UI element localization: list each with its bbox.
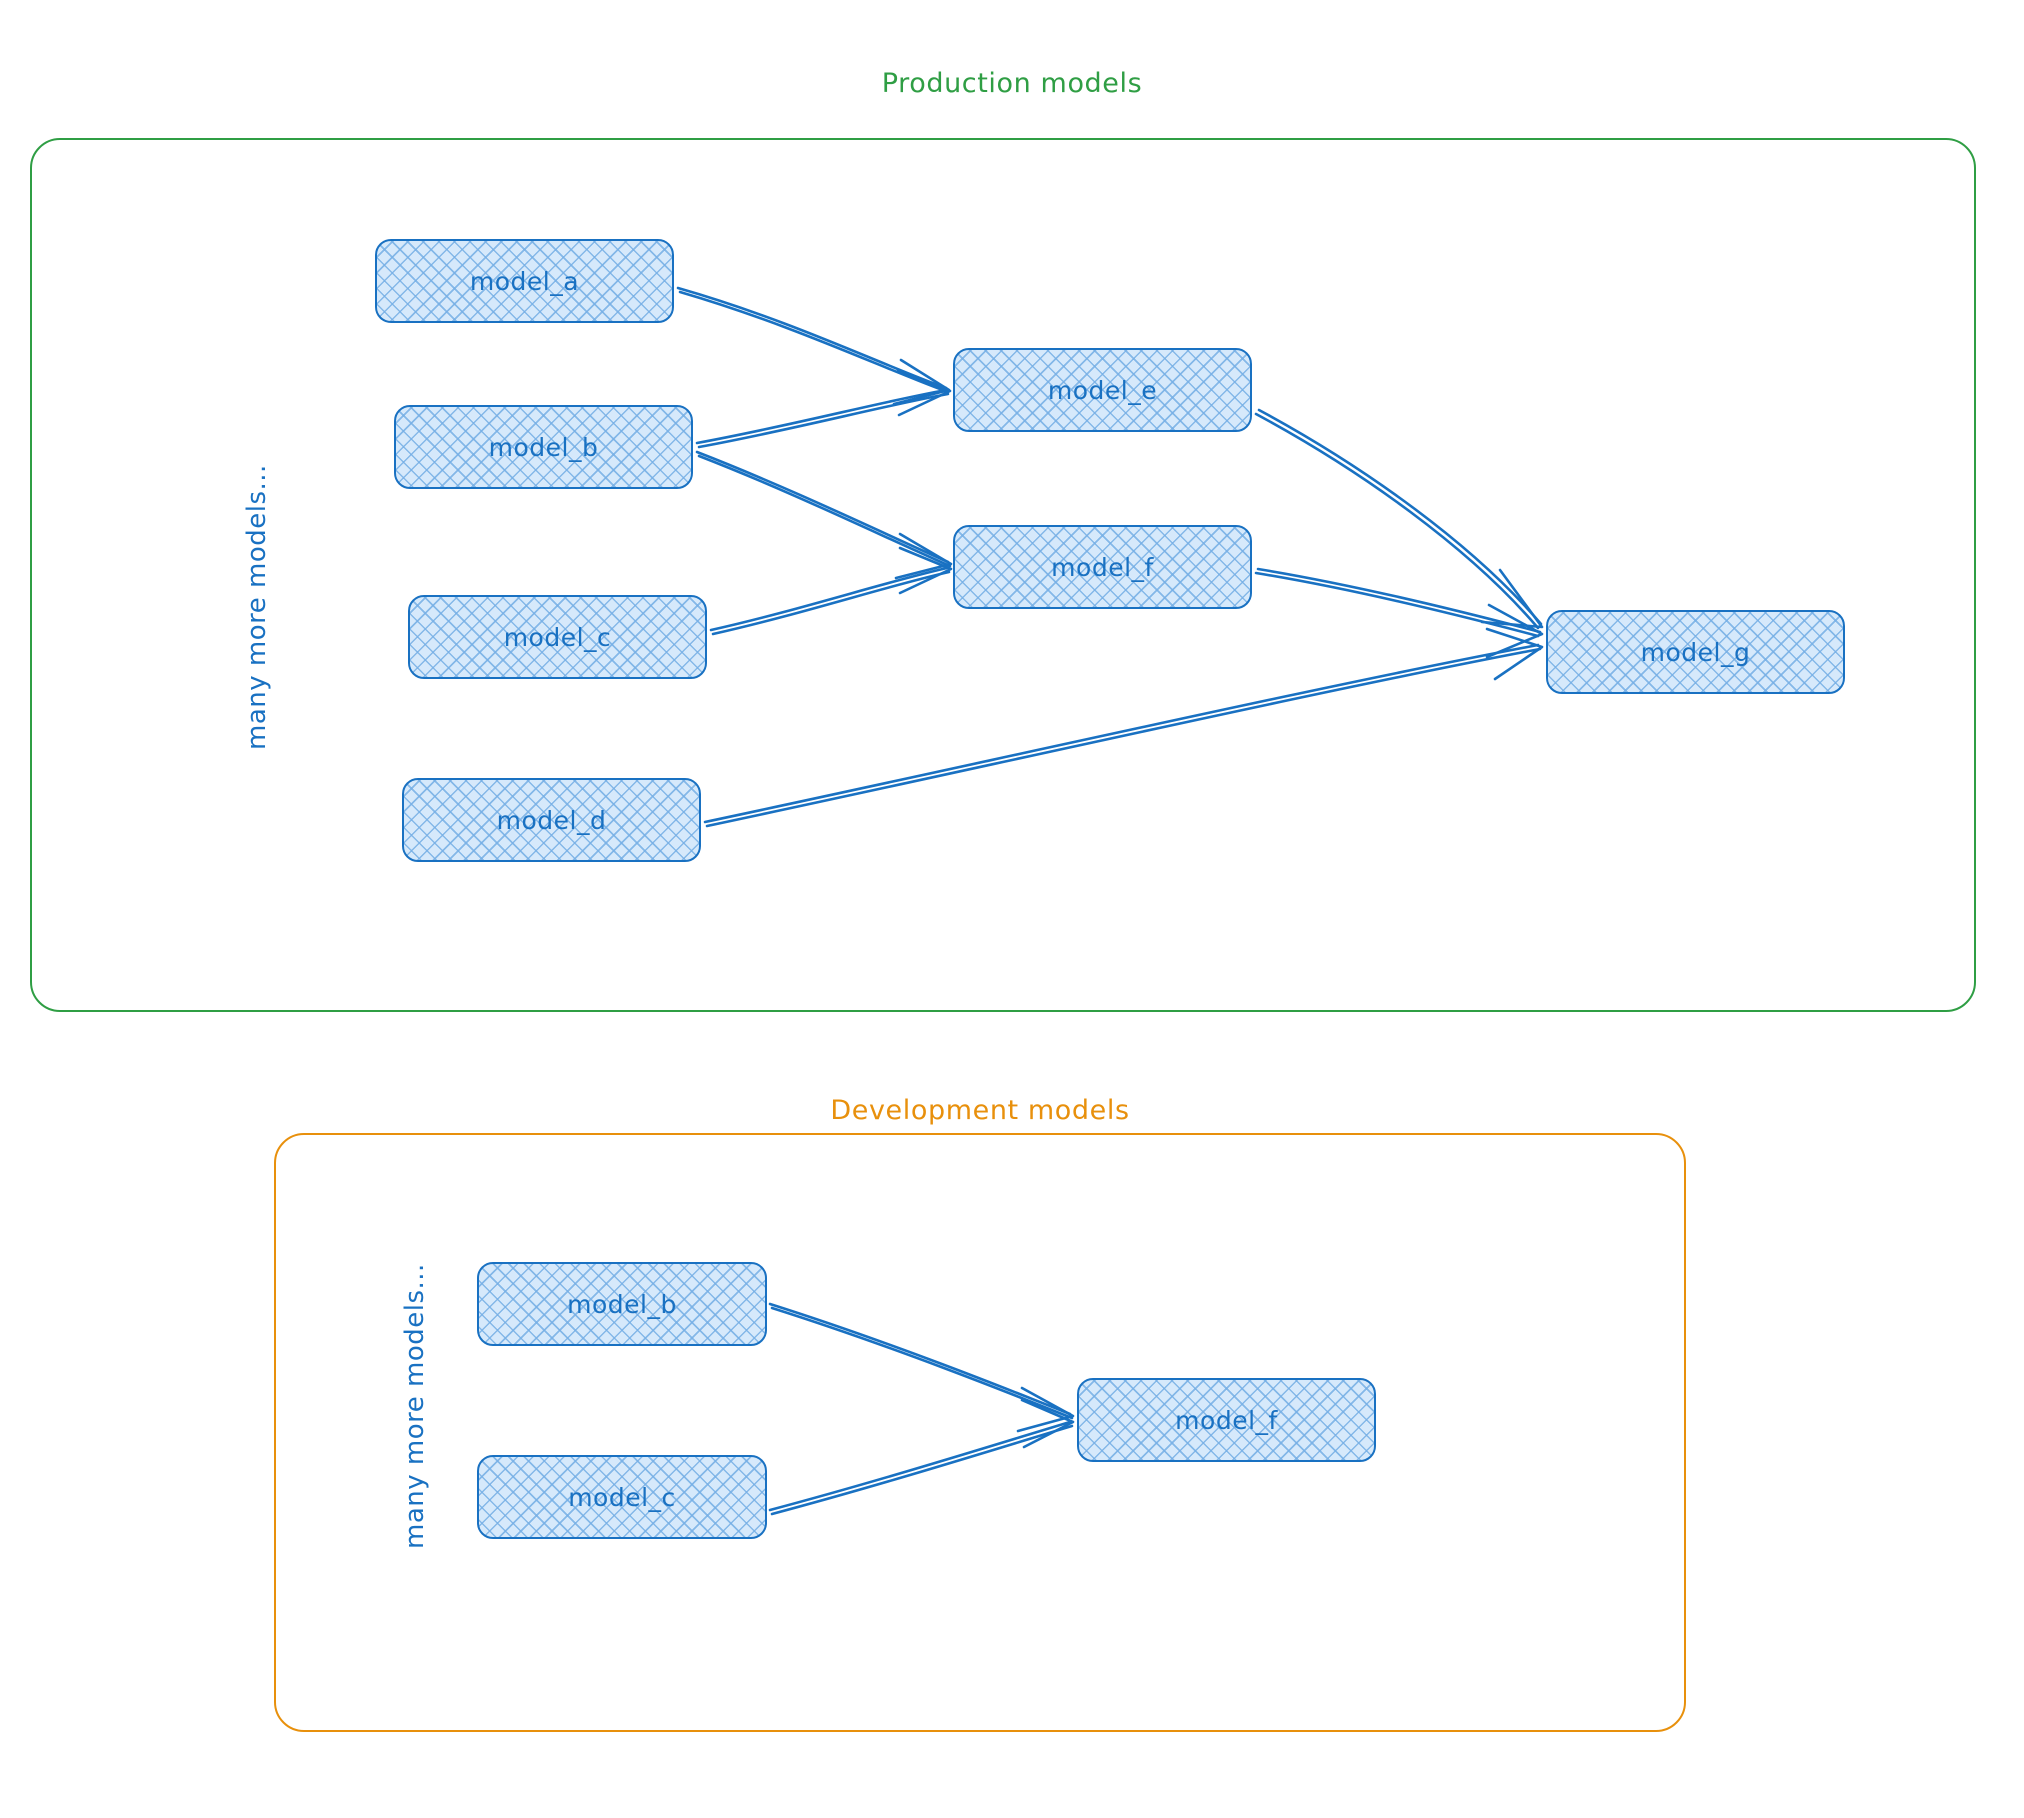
node-dev-model-b[interactable]: model_b — [477, 1262, 767, 1346]
node-dev-model-f[interactable]: model_f — [1077, 1378, 1376, 1462]
edge-model-d-to-model-g — [703, 627, 1544, 828]
node-prod-model-d[interactable]: model_d — [402, 778, 701, 862]
edge-model-c-to-model-f — [709, 546, 953, 636]
production-many-more-models-label: many more models... — [242, 464, 272, 750]
node-label: model_c — [568, 1482, 676, 1512]
node-label: model_d — [496, 805, 607, 835]
node-label: model_c — [503, 622, 612, 652]
node-label: model_g — [1640, 637, 1751, 667]
edge-model-f-to-model-g — [1254, 567, 1544, 659]
node-prod-model-e[interactable]: model_e — [953, 348, 1252, 432]
node-prod-model-f[interactable]: model_f — [953, 525, 1252, 609]
edge-model-b-to-model-e — [695, 368, 952, 449]
production-models-title: Production models — [881, 68, 1143, 99]
edge-dev-model-c-to-model-f — [768, 1398, 1075, 1516]
node-prod-model-b[interactable]: model_b — [394, 405, 693, 489]
node-label: model_f — [1051, 552, 1154, 582]
node-label: model_a — [469, 266, 580, 296]
node-label: model_f — [1175, 1405, 1278, 1435]
development-models-title: Development models — [830, 1095, 1130, 1126]
node-label: model_b — [488, 432, 599, 462]
node-label: model_b — [567, 1289, 677, 1319]
edge-model-e-to-model-g — [1254, 408, 1544, 630]
node-dev-model-c[interactable]: model_c — [477, 1455, 767, 1539]
node-prod-model-c[interactable]: model_c — [408, 595, 707, 679]
edge-model-b-to-model-f — [695, 450, 953, 580]
production-models-frame — [30, 138, 1976, 1012]
node-prod-model-g[interactable]: model_g — [1546, 610, 1845, 694]
development-models-frame — [274, 1133, 1686, 1732]
node-prod-model-a[interactable]: model_a — [375, 239, 674, 323]
node-label: model_e — [1047, 375, 1158, 405]
edge-dev-model-b-to-model-f — [768, 1302, 1075, 1433]
development-many-more-models-label: many more models... — [400, 1263, 430, 1549]
